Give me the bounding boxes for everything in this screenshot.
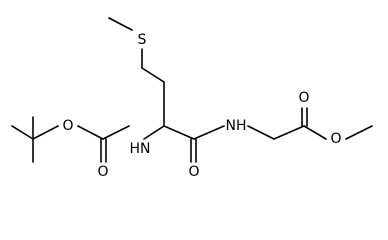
sulfur-label: S — [138, 32, 147, 48]
bond-tbu-o — [32, 125, 59, 140]
bond-alpha-carbonyl — [163, 125, 195, 140]
carbonyl-oxygen-amide-label: O — [188, 164, 199, 180]
ester-oxygen-boc-label: O — [62, 118, 73, 134]
atom-labels: S HN NH O O O O O — [62, 32, 341, 180]
bond-beta-gamma — [141, 67, 165, 83]
bond-carbonyl-nh — [193, 125, 225, 140]
bond-boc-carbonyl-nh — [102, 125, 130, 140]
bond-s-methyl — [108, 17, 133, 31]
ester-oxygen-methyl-label: O — [330, 131, 341, 147]
bond-o-carbonyl-boc — [77, 125, 104, 140]
bonds — [11, 17, 373, 163]
nh-right-label: NH — [226, 118, 247, 134]
bond-o-methyl — [345, 125, 373, 140]
chemical-structure: S HN NH O O O O O — [11, 17, 373, 180]
bond-ester-carbon-o — [303, 125, 327, 140]
bond-tbu-methyl-left — [11, 125, 34, 140]
bond-nh-ch2 — [247, 125, 275, 140]
carbonyl-oxygen-ester-label: O — [298, 90, 309, 106]
bond-ch2-ester-carbon — [273, 125, 305, 140]
carbonyl-oxygen-boc-label: O — [97, 164, 108, 180]
nh-left-label: HN — [130, 141, 151, 157]
bond-nh-alpha — [143, 125, 165, 140]
